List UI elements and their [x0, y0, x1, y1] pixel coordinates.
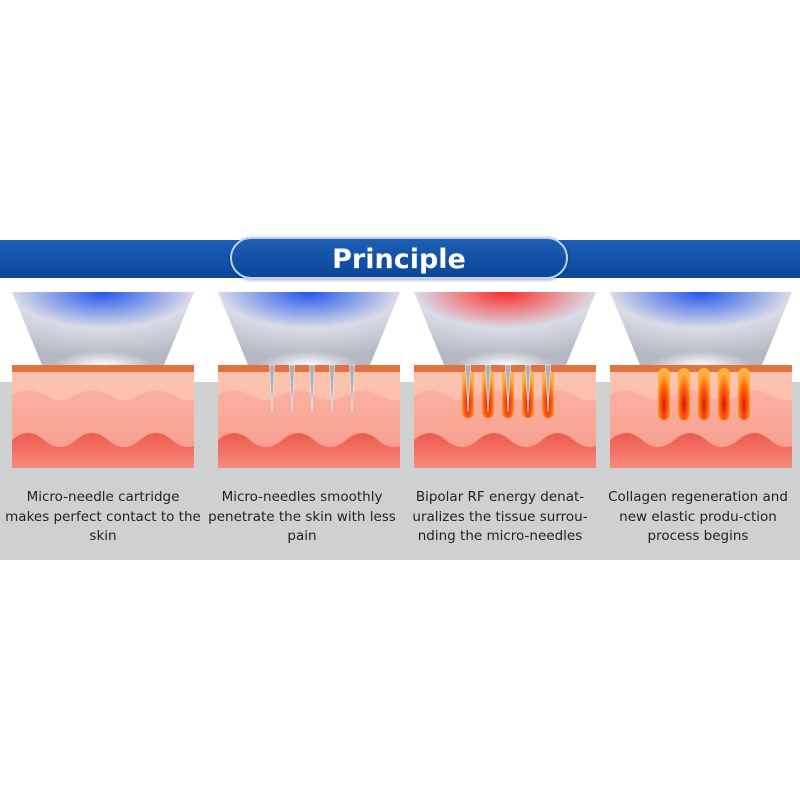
dermis-layer — [610, 433, 800, 468]
collagen-column — [698, 368, 710, 420]
shading — [238, 325, 380, 365]
step-3-illustration — [414, 290, 606, 470]
shading — [218, 372, 410, 400]
micro-needle — [545, 364, 551, 413]
micro-needle — [269, 364, 275, 413]
micro-needle — [289, 364, 295, 413]
epidermis-line — [12, 365, 194, 372]
shading — [630, 325, 772, 365]
micro-needle — [505, 364, 511, 413]
collagen-column — [678, 368, 690, 420]
shading — [32, 325, 174, 365]
micro-needle — [485, 364, 491, 413]
step-3-caption: Bipolar RF energy denat-uralizes the tis… — [412, 489, 588, 544]
micro-needle — [309, 364, 315, 413]
micro-needle — [329, 364, 335, 413]
dermis-layer — [218, 433, 410, 468]
shading — [434, 325, 576, 365]
micro-needle — [525, 364, 531, 413]
step-2-caption: Micro-needles smoothly penetrate the ski… — [208, 489, 396, 544]
step-4-illustration — [610, 290, 800, 470]
epidermis-line — [414, 365, 596, 372]
step-4-caption: Collagen regeneration and new elastic pr… — [608, 489, 788, 544]
step-2-illustration — [218, 290, 410, 470]
page-title: Principle — [230, 237, 568, 279]
dermis-layer — [414, 433, 606, 468]
micro-needle — [465, 364, 471, 413]
collagen-column — [718, 368, 730, 420]
micro-needle — [349, 364, 355, 413]
shading — [12, 372, 204, 400]
epidermis-line — [610, 365, 792, 372]
collagen-column — [658, 368, 670, 420]
epidermis-line — [218, 365, 400, 372]
collagen-column — [738, 368, 750, 420]
step-1-illustration — [12, 290, 204, 470]
step-1-caption: Micro-needle cartridge makes perfect con… — [5, 489, 201, 544]
dermis-layer — [12, 433, 204, 468]
